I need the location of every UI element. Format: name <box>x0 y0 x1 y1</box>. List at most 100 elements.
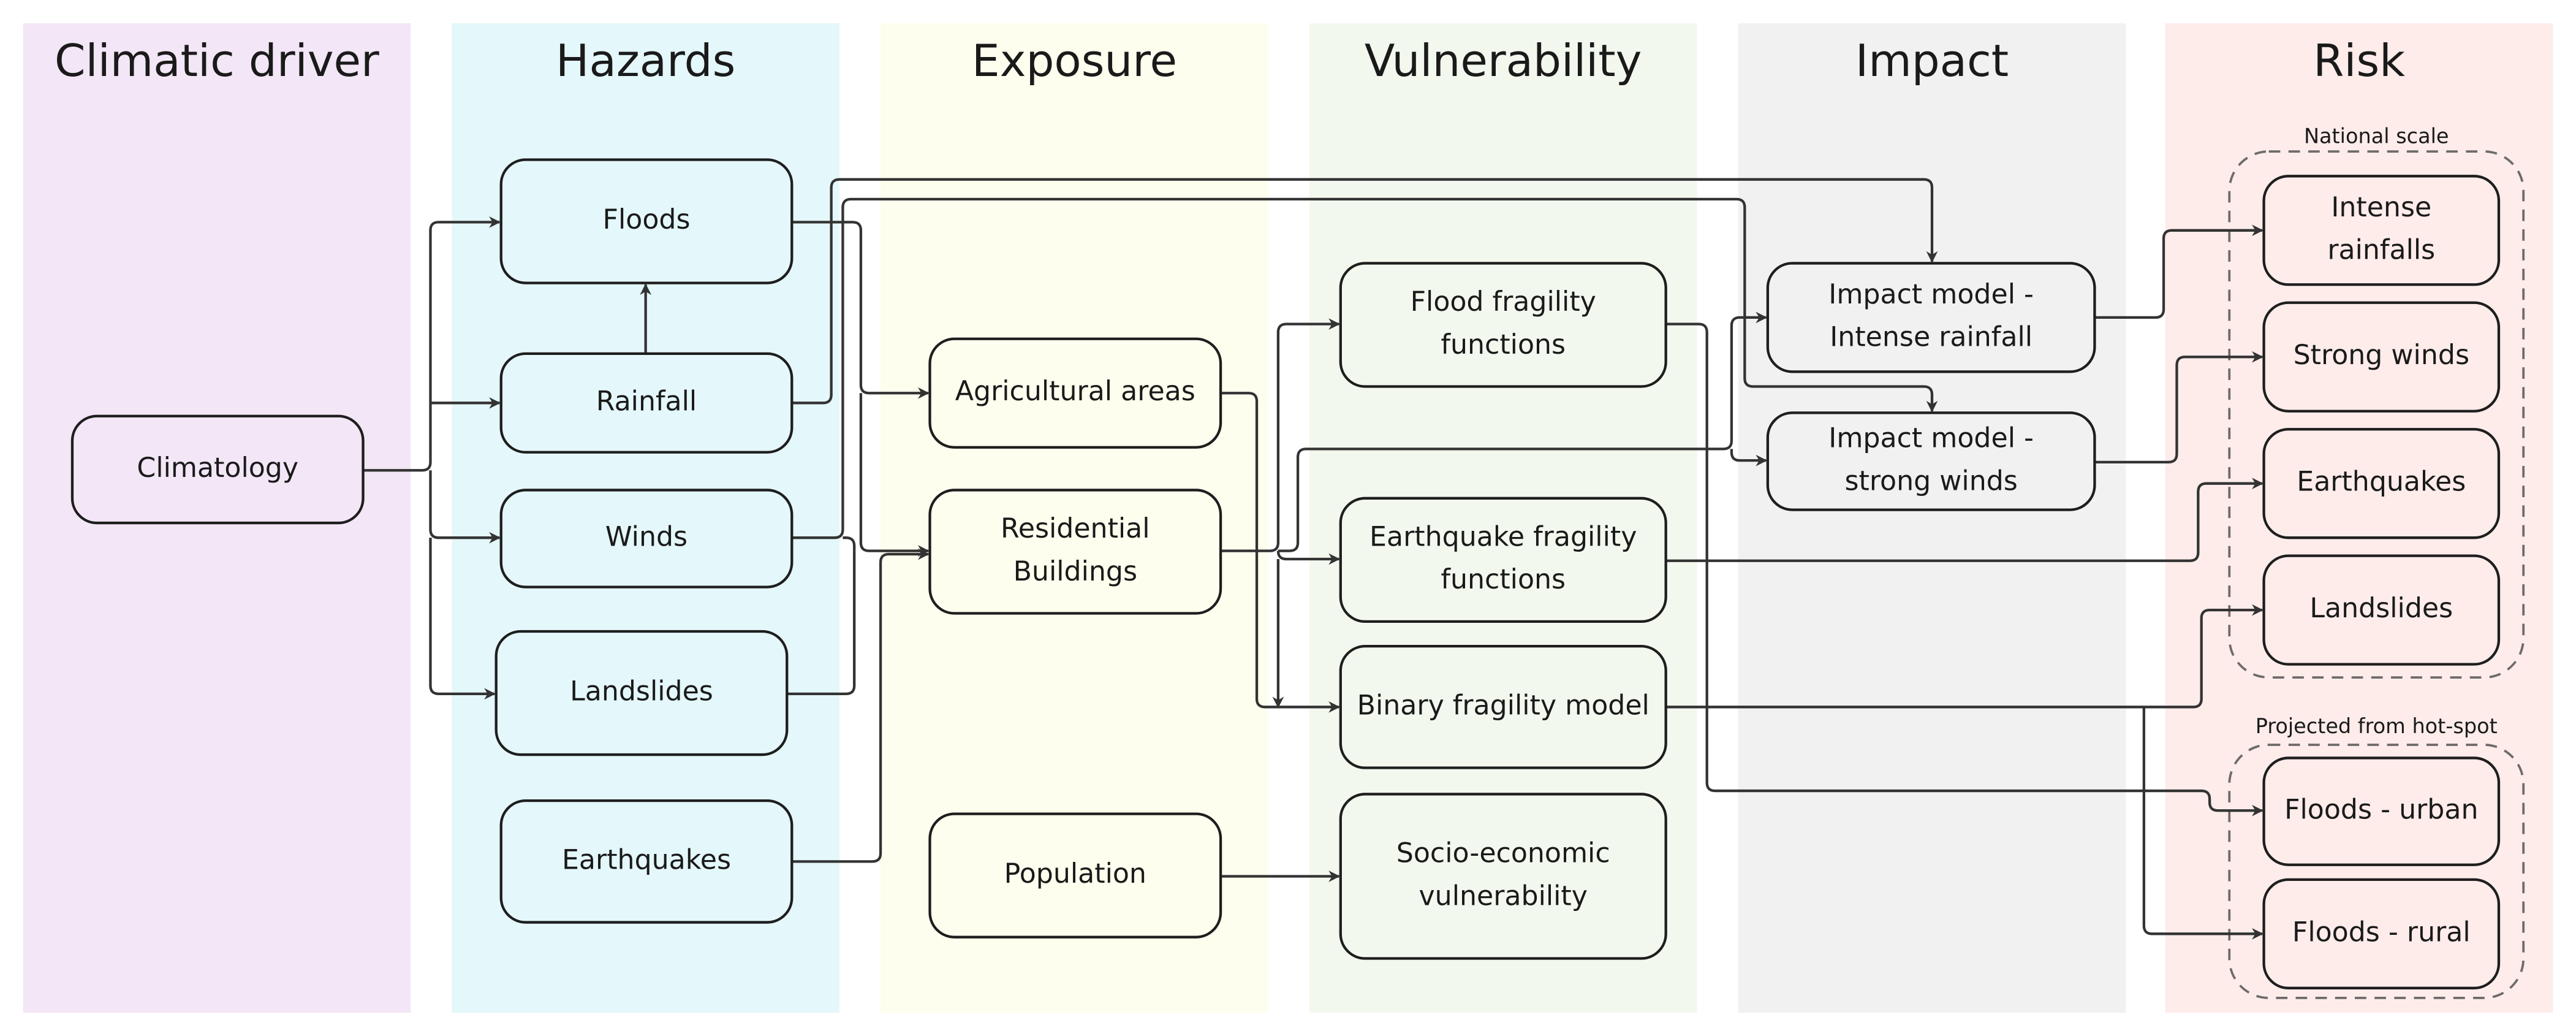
node-box <box>499 799 794 924</box>
node-risk-flood-rural[interactable]: Floods - rural <box>2262 878 2501 989</box>
node-risk-land[interactable]: Landslides <box>2262 554 2501 666</box>
node-label: Impact model - <box>1828 279 2034 310</box>
node-label: Landslides <box>570 676 713 707</box>
node-label: Strong winds <box>2294 340 2469 371</box>
node-agricultural[interactable]: Agricultural areas <box>928 337 1222 449</box>
edge-residential-to-flood_frag <box>1221 318 1340 552</box>
column-title-vulnerability: Vulnerability <box>1365 36 1642 87</box>
column-title-hazards: Hazards <box>556 36 735 87</box>
node-label: Buildings <box>1013 556 1137 587</box>
node-label: Earthquakes <box>562 844 731 875</box>
node-risk-rain[interactable]: Intense rainfalls <box>2262 175 2501 286</box>
edge-eq_frag-to-risk_eq <box>1665 478 2263 562</box>
group-label-hotspot: Projected from hot-spot <box>2256 714 2498 738</box>
node-box <box>499 352 794 454</box>
node-box <box>928 337 1222 449</box>
edge-climatology-to-landslides <box>429 538 496 700</box>
edge-climatology-to-winds <box>429 470 501 544</box>
node-label: Floods - urban <box>2284 794 2478 826</box>
node-label: Landslides <box>2309 593 2453 624</box>
node-box <box>928 812 1222 939</box>
column-title-risk: Risk <box>2313 36 2405 87</box>
node-winds[interactable]: Winds <box>499 489 794 588</box>
node-label: Binary fragility model <box>1357 690 1650 721</box>
node-label: Intense <box>2331 192 2431 223</box>
node-box <box>2262 175 2501 286</box>
node-label: functions <box>1441 564 1566 595</box>
node-box <box>2262 554 2501 666</box>
node-label: Earthquake fragility <box>1369 522 1637 553</box>
node-box <box>2262 301 2501 413</box>
edge-winds-to-impact_wind <box>792 197 1938 539</box>
group-box-national <box>2228 150 2525 679</box>
node-label: Population <box>1004 858 1146 889</box>
node-label: Climatology <box>137 452 298 484</box>
node-landslides[interactable]: Landslides <box>494 630 789 756</box>
node-box <box>2262 878 2501 989</box>
node-box <box>1339 262 1667 388</box>
node-label: rainfalls <box>2327 235 2435 266</box>
node-population[interactable]: Population <box>928 812 1222 939</box>
node-risk-wind[interactable]: Strong winds <box>2262 301 2501 413</box>
node-box <box>2262 428 2501 539</box>
node-box <box>1339 644 1667 769</box>
node-binary-frag[interactable]: Binary fragility model <box>1339 644 1667 769</box>
edges-layer <box>363 178 2263 940</box>
node-box <box>1339 497 1667 623</box>
edge-landslides-to-residential <box>787 550 856 696</box>
node-rainfall[interactable]: Rainfall <box>499 352 794 454</box>
node-impact-rain[interactable]: Impact model - Intense rainfall <box>1766 262 2096 373</box>
node-box <box>499 158 794 284</box>
node-box <box>2262 756 2501 866</box>
node-label: Rainfall <box>596 386 697 417</box>
node-box <box>1766 411 2096 511</box>
edge-floods-to-residential <box>859 393 930 557</box>
node-label: Floods - rural <box>2292 916 2471 948</box>
node-risk-flood-urban[interactable]: Floods - urban <box>2262 756 2501 866</box>
edge-earthquakes-to-residential <box>792 548 930 863</box>
node-box <box>1766 262 2096 373</box>
edge-rainfall-to-impact_rain <box>792 178 1938 405</box>
node-label: Intense rainfall <box>1830 322 2032 353</box>
group-box-hotspot <box>2228 744 2525 999</box>
edge-impact_rain-to-risk_rain <box>2094 224 2263 319</box>
node-floods[interactable]: Floods <box>499 158 794 284</box>
node-label: Residential <box>1001 513 1150 544</box>
group-label-national: National scale <box>2304 124 2449 148</box>
node-socio[interactable]: Socio-economic vulnerability <box>1339 793 1667 960</box>
node-climatology[interactable]: Climatology <box>70 414 365 525</box>
node-box <box>1339 793 1667 960</box>
columns-layer: Climatic driver Hazards Exposure Vulnerabil… <box>23 23 2553 1013</box>
node-label: Winds <box>605 522 688 553</box>
node-eq-frag[interactable]: Earthquake fragility functions <box>1339 497 1667 623</box>
node-label: functions <box>1441 329 1566 360</box>
edge-binary_frag-to-risk_flood_rural <box>2142 707 2263 940</box>
edge-residential-to-eq_frag <box>1276 550 1340 565</box>
edge-residential-to-impact_wind <box>1730 449 1768 467</box>
edge-residential-to-impact_rain <box>1278 311 1768 552</box>
node-label: Socio-economic <box>1396 838 1610 869</box>
node-impact-wind[interactable]: Impact model - strong winds <box>1766 411 2096 511</box>
column-impact <box>1738 23 2126 1013</box>
node-label: Impact model - <box>1828 423 2034 454</box>
column-title-impact: Impact <box>1855 36 2009 87</box>
node-earthquakes[interactable]: Earthquakes <box>499 799 794 924</box>
node-flood-frag[interactable]: Flood fragility functions <box>1339 262 1667 388</box>
node-box <box>494 630 789 756</box>
column-title-exposure: Exposure <box>972 36 1177 87</box>
edge-winds-to-residential <box>843 536 856 551</box>
edge-impact_wind-to-risk_wind <box>2094 351 2263 463</box>
edge-flood_frag-to-risk_flood_urban <box>1665 322 2263 817</box>
node-box <box>70 414 365 525</box>
node-label: Flood fragility <box>1411 286 1596 318</box>
nodes-layer: Climatology FloodsRainfallWindsLandslides… <box>70 158 2501 989</box>
column-title-climatic: Climatic driver <box>55 36 379 87</box>
node-box <box>499 489 794 588</box>
node-label: vulnerability <box>1419 880 1588 912</box>
node-risk-eq[interactable]: Earthquakes <box>2262 428 2501 539</box>
node-label: strong winds <box>1844 465 2017 497</box>
edge-floods-to-agricultural <box>792 221 930 399</box>
